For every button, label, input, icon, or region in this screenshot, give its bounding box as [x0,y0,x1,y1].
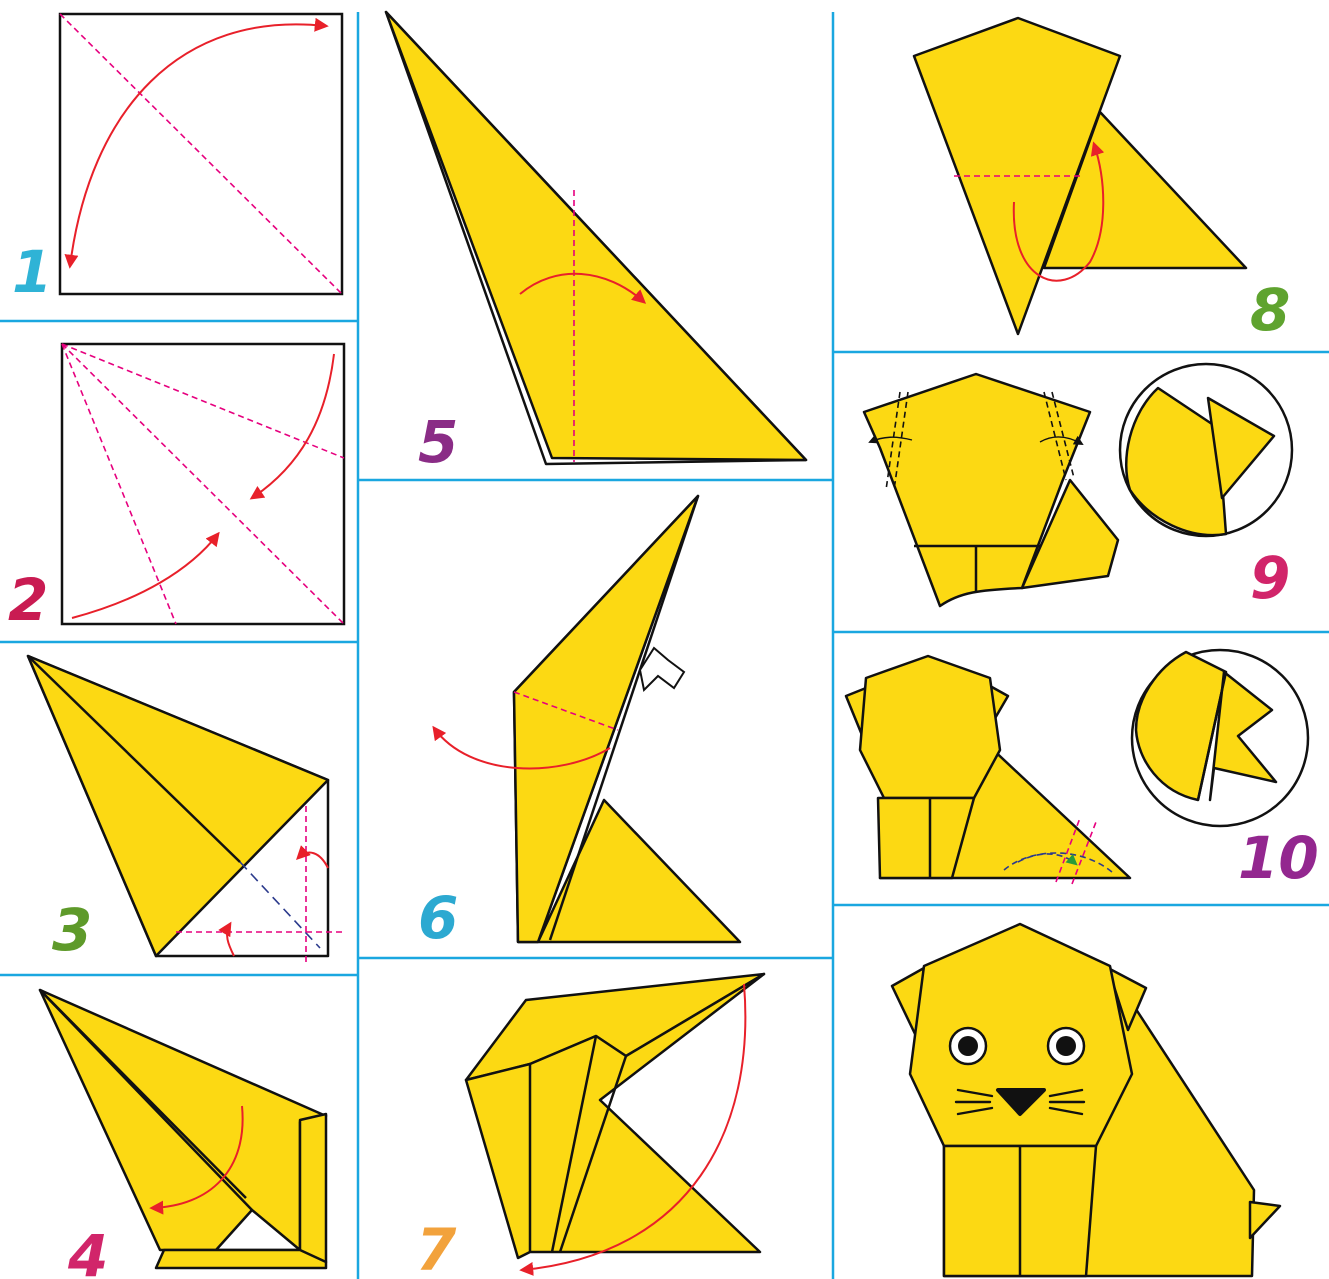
step-9-panel: 9 [864,364,1292,612]
step-6-number: 6 [418,884,458,952]
step-2-number: 2 [8,566,48,634]
paper-square [62,344,344,624]
paper-triangle [386,12,806,460]
finished-cat-panel [892,924,1280,1276]
step-6-panel: 6 [418,496,740,952]
step-4-panel: 4 [40,990,326,1279]
step-10-panel: 10 [846,650,1319,892]
step-5-panel: 5 [386,12,806,476]
cat-tail [1250,1202,1280,1238]
step-1-number: 1 [12,238,52,306]
step-5-number: 5 [418,408,458,476]
step-9-number: 9 [1250,544,1290,612]
cat-right-pupil [1056,1036,1076,1056]
step-3-number: 3 [52,896,92,964]
paper-flap-right [300,1114,326,1262]
push-arrow-icon [640,648,684,690]
head [860,656,1000,798]
step-7-number: 7 [416,1216,457,1279]
step-10-number: 10 [1238,824,1319,892]
paper-flap-bottom [156,1250,326,1268]
step-2-panel: 2 [8,344,344,634]
step-8-number: 8 [1250,276,1290,344]
step-4-number: 4 [67,1222,108,1279]
step-1-panel: 1 [12,14,342,306]
paper-square [60,14,342,294]
cat-left-pupil [958,1036,978,1056]
step-7-panel: 7 [416,974,764,1279]
step-3-panel: 3 [28,656,342,966]
paper-body [40,990,326,1250]
step-8-panel: 8 [914,18,1290,344]
